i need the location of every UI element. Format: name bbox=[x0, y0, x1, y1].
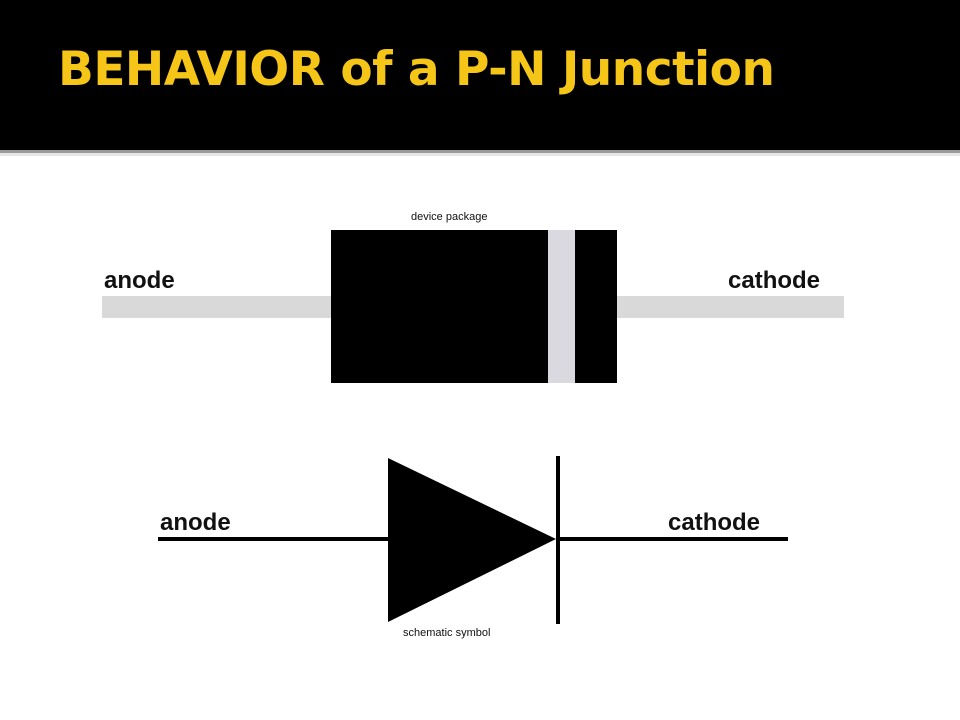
diode-triangle bbox=[388, 458, 556, 622]
schematic-caption: schematic symbol bbox=[403, 627, 490, 639]
device-package: device package anode cathode bbox=[102, 211, 844, 383]
package-cathode-label: cathode bbox=[728, 267, 820, 294]
schematic-lead-right bbox=[556, 537, 788, 541]
schematic-anode-label: anode bbox=[160, 509, 231, 536]
device-package-caption: device package bbox=[411, 211, 487, 223]
schematic-lead-left bbox=[158, 537, 390, 541]
diode-cathode-bar bbox=[556, 456, 560, 624]
schematic-symbol: anode cathode schematic symbol bbox=[158, 456, 788, 639]
package-lead-left bbox=[102, 296, 332, 318]
title-bar: BEHAVIOR of a P-N Junction bbox=[0, 0, 960, 150]
slide-title: BEHAVIOR of a P-N Junction bbox=[58, 42, 775, 97]
title-divider bbox=[0, 150, 960, 153]
schematic-cathode-label: cathode bbox=[668, 509, 760, 536]
cathode-band bbox=[548, 230, 575, 383]
title-divider-highlight bbox=[0, 153, 960, 156]
package-anode-label: anode bbox=[104, 267, 175, 294]
package-lead-right bbox=[616, 296, 844, 318]
